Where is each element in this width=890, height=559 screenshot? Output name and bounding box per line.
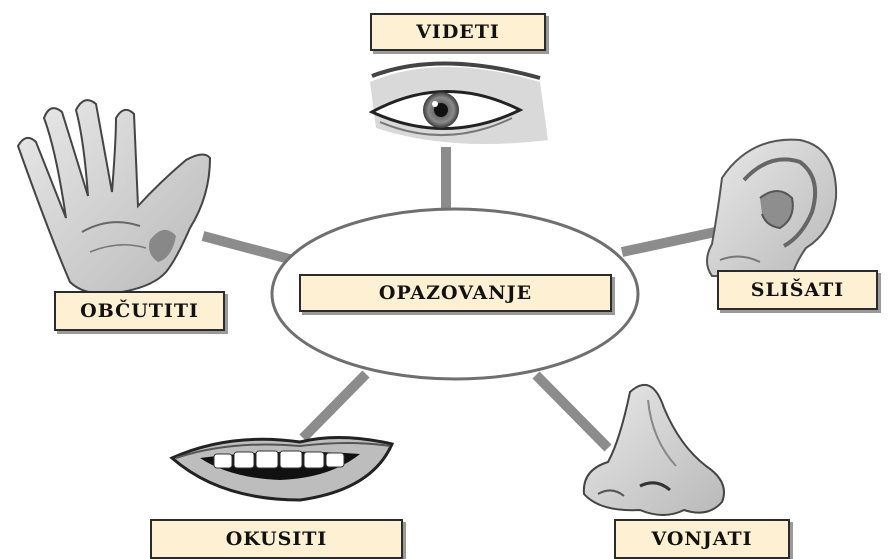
hand-icon: [18, 100, 210, 294]
label-okusiti: OKUSITI: [150, 519, 403, 559]
label-obcutiti: OBČUTITI: [54, 291, 225, 331]
mouth-icon: [172, 437, 392, 500]
connector-hand: [203, 236, 293, 260]
connector-nose: [536, 375, 608, 448]
connector-ear: [622, 231, 720, 252]
label-center: OPAZOVANJE: [299, 274, 612, 312]
label-videti: VIDETI: [370, 13, 546, 51]
ear-icon: [707, 140, 836, 276]
eye-icon: [370, 63, 548, 144]
label-vonjati: VONJATI: [614, 519, 790, 559]
connector-mouth: [303, 374, 366, 438]
label-slisati: SLIŠATI: [717, 270, 878, 310]
